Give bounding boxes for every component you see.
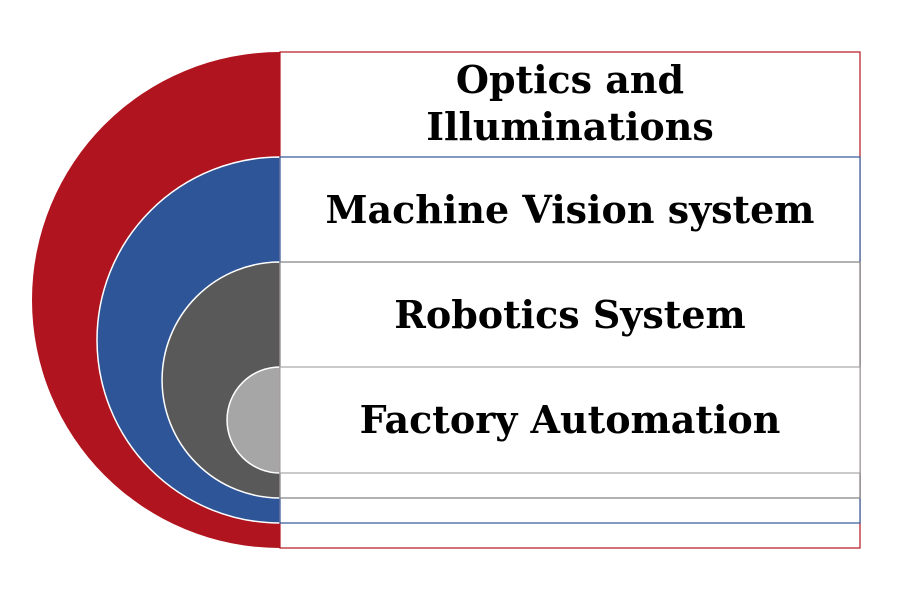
label-optics-line1: Optics and [456,57,684,102]
box-factory-automation [279,366,861,474]
label-optics-line2: Illuminations [426,104,714,149]
label-factory-automation: Factory Automation [360,397,781,442]
label-robotics: Robotics System [394,292,745,337]
label-machine-vision: Machine Vision system [325,187,814,232]
arc-factory-automation [226,366,281,474]
